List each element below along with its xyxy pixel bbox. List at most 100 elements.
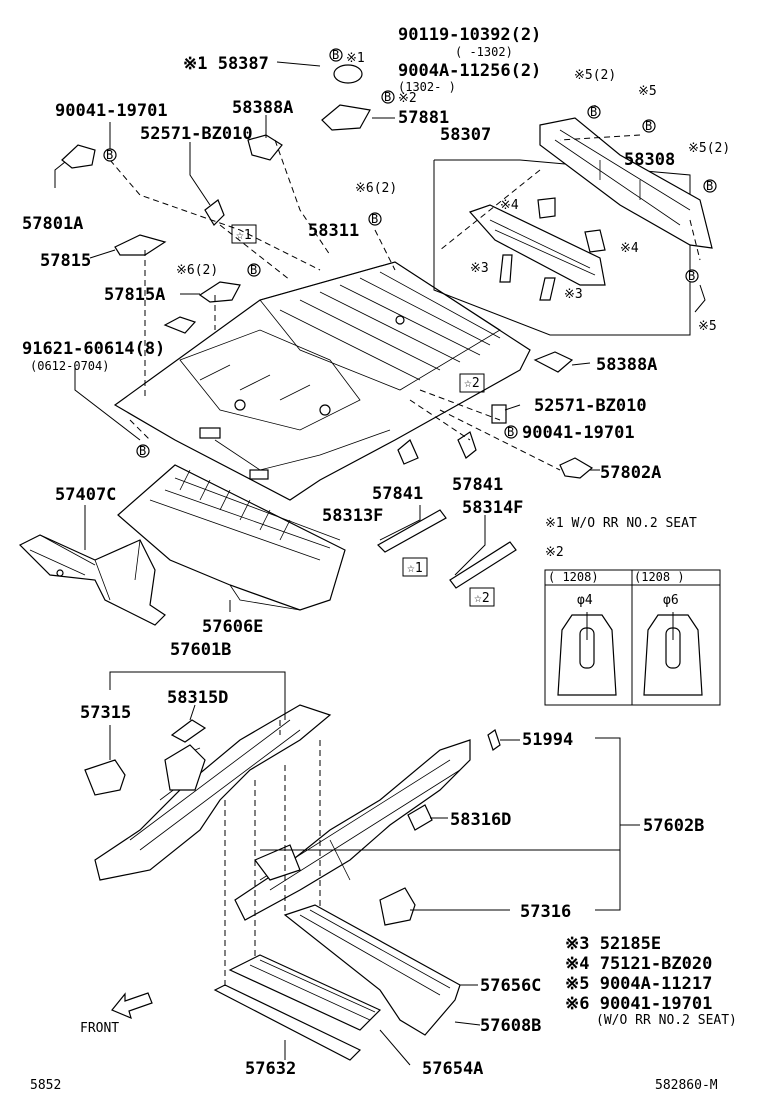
front-arrow-icon xyxy=(111,992,153,1020)
footer-id: 582860-M xyxy=(655,1078,718,1093)
floor-pan-58311 xyxy=(113,261,531,501)
svg-text:B: B xyxy=(706,179,713,193)
part-label: 57608B xyxy=(480,1016,541,1036)
part-label: 58388A xyxy=(232,98,293,118)
part-label: 58308 xyxy=(624,150,675,170)
note-marker: ※4 xyxy=(620,241,639,256)
svg-text:B: B xyxy=(645,119,652,133)
part-label: 58307 xyxy=(440,125,491,145)
note-marker: ※5 xyxy=(638,84,657,99)
detail-box-x2 xyxy=(544,569,721,706)
star-marker: ☆1 xyxy=(407,561,423,576)
part-label: 52571-BZ010 xyxy=(534,396,647,416)
part-label: 51994 xyxy=(522,730,573,750)
frame-57601b xyxy=(84,704,332,881)
part-label: ※1 58387 xyxy=(183,54,269,74)
bolt-marker-icon: B xyxy=(642,119,656,133)
svg-text:B: B xyxy=(371,212,378,226)
part-label: 57656C xyxy=(480,976,541,996)
part-label: 57315 xyxy=(80,703,131,723)
part-label: 57654A xyxy=(422,1059,483,1079)
part-label: 57801A xyxy=(22,214,83,234)
bolt-marker-icon: B xyxy=(504,425,518,439)
part-label: 57841 xyxy=(372,484,423,504)
leaders-bottom xyxy=(109,671,640,1066)
bolt-marker-icon: B xyxy=(381,90,395,104)
note-marker: ※3 xyxy=(470,261,489,276)
part-label: 57601B xyxy=(170,640,231,660)
svg-text:B: B xyxy=(250,263,257,277)
part-label: 57407C xyxy=(55,485,116,505)
bolt-marker-icon: B xyxy=(368,212,382,226)
star-marker: ☆2 xyxy=(464,376,480,391)
note-marker: ※2 xyxy=(545,545,564,560)
part-58307-assembly xyxy=(433,159,691,336)
dashed-leaders-top xyxy=(109,134,701,471)
part-label: 57632 xyxy=(245,1059,296,1079)
floor-pan-57606e xyxy=(117,464,346,611)
note-text: ※1 W/O RR NO.2 SEAT xyxy=(545,516,697,531)
labels: 90119-10392(2) ( -1302) 9004A-11256(2) (… xyxy=(22,25,737,1093)
bolt-marker-icon: B xyxy=(587,105,601,119)
note-marker: ※5(2) xyxy=(574,68,616,83)
part-label: 57841 xyxy=(452,475,503,495)
part-label: 58388A xyxy=(596,355,657,375)
note-marker: ※4 xyxy=(500,198,519,213)
front-label: FRONT xyxy=(80,1021,119,1036)
part-label: 57815 xyxy=(40,251,91,271)
leaders-top xyxy=(54,61,706,612)
part-label: 58313F xyxy=(322,506,383,526)
svg-text:B: B xyxy=(688,269,695,283)
part-label: 90119-10392(2) xyxy=(398,25,541,45)
part-label: 58316D xyxy=(450,810,511,830)
bolt-marker-icon: B xyxy=(329,48,343,62)
note-marker: ※2 xyxy=(398,91,417,106)
part-label: 90041-19701 xyxy=(522,423,635,443)
note-marker: ※3 xyxy=(564,287,583,302)
star-marker: ☆2 xyxy=(474,591,490,606)
detail-label: φ4 xyxy=(577,593,593,608)
part-58308-member xyxy=(539,117,713,249)
detail-label: φ6 xyxy=(663,593,679,608)
part-range: ( -1302) xyxy=(455,45,513,59)
legend-item: ※5 9004A-11217 xyxy=(565,974,712,994)
svg-text:B: B xyxy=(384,90,391,104)
star-boxes xyxy=(231,224,495,607)
note-marker: ※6(2) xyxy=(176,263,218,278)
part-label: 91621-60614(8) xyxy=(22,339,165,359)
legend-item: ※6 90041-19701 xyxy=(565,994,712,1014)
bolt-marker-icon: B xyxy=(703,179,717,193)
part-label: 58314F xyxy=(462,498,523,518)
detail-column-header: (1208 ) xyxy=(634,570,685,584)
legend-item: ※4 75121-BZ020 xyxy=(565,954,712,974)
cross-members xyxy=(213,904,461,1061)
note-marker: ※5 xyxy=(698,319,717,334)
part-label: 90041-19701 xyxy=(55,101,168,121)
footer-id: 5852 xyxy=(30,1078,61,1093)
bolt-marker-icon: B xyxy=(685,269,699,283)
bolt-marker-icon: B xyxy=(247,263,261,277)
svg-text:B: B xyxy=(332,48,339,62)
part-label: 58315D xyxy=(167,688,228,708)
svg-text:B: B xyxy=(507,425,514,439)
part-label: 57606E xyxy=(202,617,263,637)
part-label: 52571-BZ010 xyxy=(140,124,253,144)
note-marker: ※5(2) xyxy=(688,141,730,156)
part-label: 57802A xyxy=(600,463,661,483)
strip-parts xyxy=(377,509,517,589)
part-label: 58311 xyxy=(308,221,359,241)
bolt-markers: B B B B B B B B B B B xyxy=(103,48,717,458)
part-label: 57815A xyxy=(104,285,165,305)
svg-text:B: B xyxy=(139,444,146,458)
part-label: 57881 xyxy=(398,108,449,128)
small-parts-top xyxy=(61,64,594,479)
note-marker: ※1 xyxy=(346,51,365,66)
detail-column-header: ( 1208) xyxy=(548,570,599,584)
part-label: 57316 xyxy=(520,902,571,922)
frame-57602b xyxy=(234,729,501,926)
bolt-marker-icon: B xyxy=(103,148,117,162)
note-marker: ※6(2) xyxy=(355,181,397,196)
bolt-marker-icon: B xyxy=(136,444,150,458)
